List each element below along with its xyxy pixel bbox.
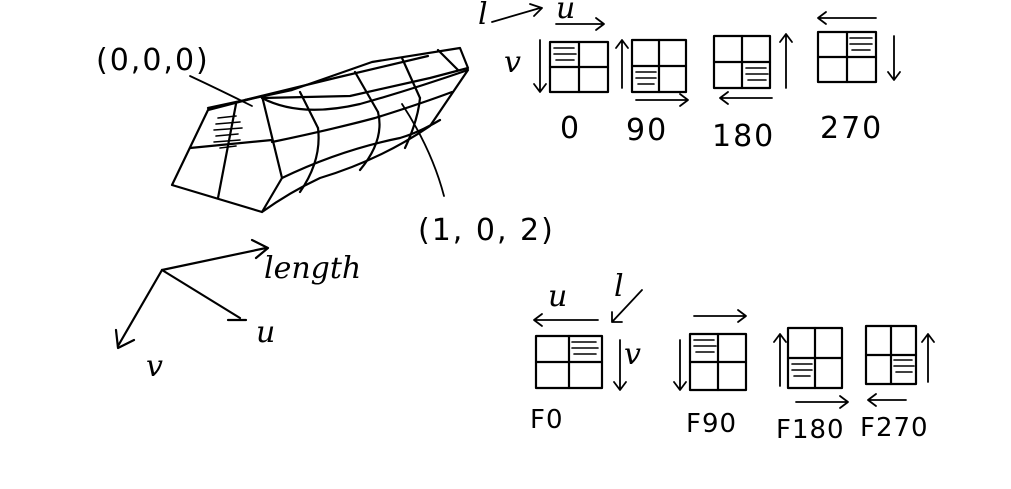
tile-flip-0 [534,334,627,391]
flip-legend-u-arrow [533,313,599,327]
legend-u-arrow [555,17,605,31]
tile-rot-0 [533,39,610,94]
legend-u-label: u [556,0,575,26]
axis-v-label: v [146,349,163,384]
rotation-label-180: 180 [712,119,775,154]
flip-legend-u-label: u [548,279,567,314]
tile-rot-90 [615,38,689,107]
axis-length-label: length [264,251,361,286]
axis-u-label: u [256,315,275,350]
flip-legend-l-arrow [611,289,643,323]
tile-flip-90 [673,309,748,392]
flip-legend-v-label: v [624,337,641,372]
rotation-label-270: 270 [820,111,883,146]
end-leader [401,103,445,197]
legend-v-label: v [504,45,521,80]
tile-flip-270 [864,324,935,407]
tile-flip-180 [773,326,849,409]
origin-label: (0,0,0) [96,43,210,78]
flip-label-90: F90 [686,409,737,439]
origin-leader [189,75,253,107]
legend-l-label: l [478,0,488,32]
block-3d [170,46,470,214]
tile-rot-180 [712,33,793,105]
flip-legend-l-label: l [614,269,624,304]
rotation-label-90: 90 [626,113,668,148]
rotation-label-0: 0 [560,111,581,146]
flip-label-270: F270 [860,413,929,443]
axes-tripod [114,238,270,350]
flip-label-0: F0 [530,405,564,435]
flip-label-180: F180 [776,415,845,445]
end-label: (1, 0, 2) [418,213,555,248]
legend-l-arrow [491,3,543,23]
tile-rot-270 [816,11,901,84]
